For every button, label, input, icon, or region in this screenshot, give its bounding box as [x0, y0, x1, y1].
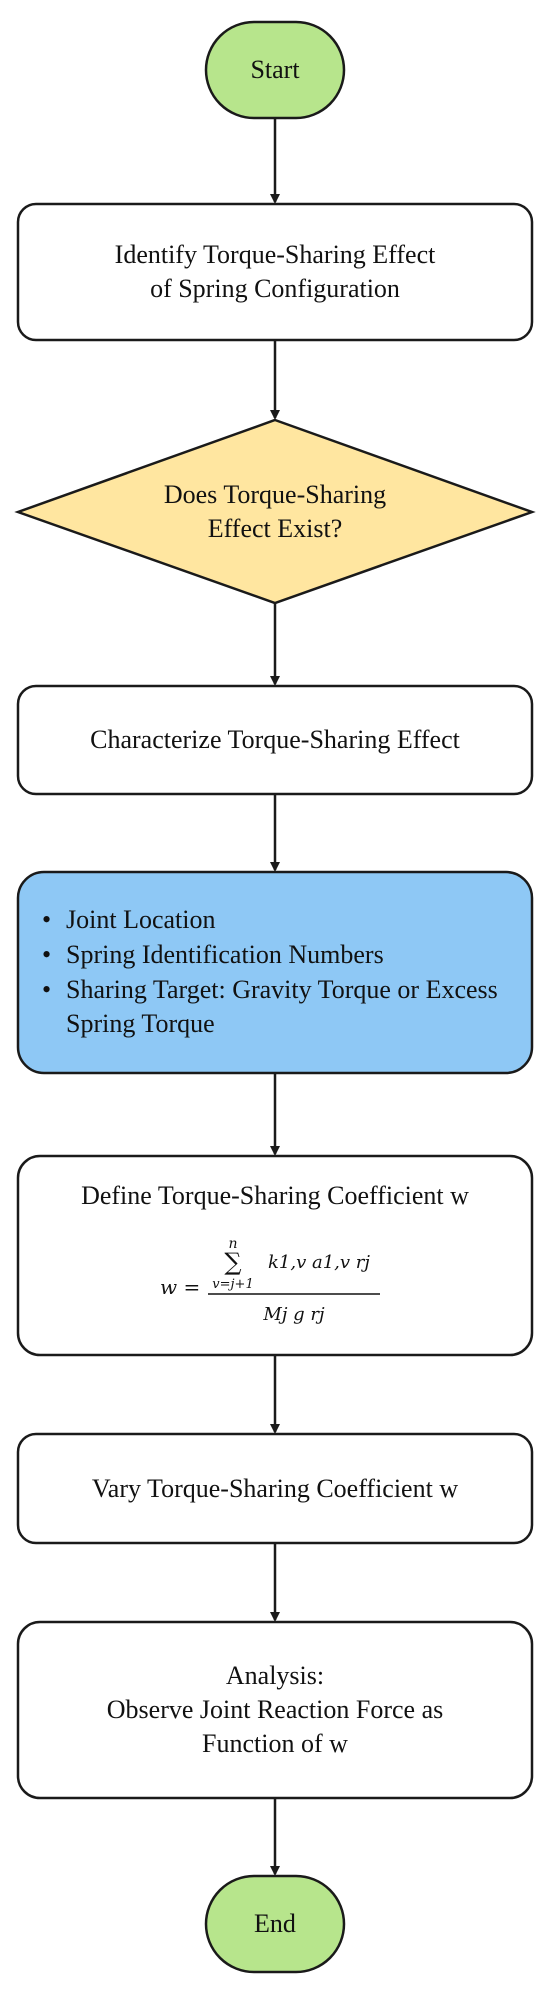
- start-label: Start: [206, 22, 344, 118]
- define-title-text: Define Torque-Sharing Coefficient w: [81, 1181, 469, 1211]
- vary-label-text: Vary Torque-Sharing Coefficient w: [91, 1473, 459, 1503]
- decision-label: Does Torque-Sharing Effect Exist?: [110, 440, 440, 584]
- decision-label-line-1: Does Torque-Sharing: [163, 480, 387, 510]
- analysis-label: Analysis: Observe Joint Reaction Force a…: [18, 1622, 532, 1798]
- details-item-sharing-target: Sharing Target: Gravity Torque or Excess…: [32, 973, 514, 1042]
- details-bullet-list: Joint Location Spring Identification Num…: [32, 903, 514, 1041]
- end-label-text: End: [254, 1909, 296, 1939]
- start-terminal: [204, 20, 346, 120]
- start-label-text: Start: [250, 55, 300, 85]
- define-process-box: [16, 1154, 534, 1357]
- details-content: Joint Location Spring Identification Num…: [18, 872, 532, 1073]
- identify-label: Identify Torque-Sharing Effect of Spring…: [18, 204, 532, 340]
- characterize-label-text: Characterize Torque-Sharing Effect: [90, 725, 460, 755]
- characterize-label: Characterize Torque-Sharing Effect: [18, 686, 532, 794]
- identify-label-line-1: Identify Torque-Sharing Effect: [114, 240, 436, 270]
- decision-diamond: [14, 418, 536, 605]
- torque-sharing-formula: w = n ∑ v=j+1 k1,v a1,v rj Mj g rj: [160, 1236, 380, 1325]
- formula-sum-symbol: ∑: [224, 1248, 241, 1276]
- identify-label-line-2: of Spring Configuration: [150, 274, 400, 303]
- formula-sum-lower: v=j+1: [212, 1277, 253, 1292]
- decision-label-line-2: Effect Exist?: [207, 514, 343, 543]
- end-terminal: [204, 1874, 346, 1974]
- formula-sum-upper: n: [228, 1236, 237, 1252]
- vary-process-box: [16, 1432, 534, 1545]
- analysis-label-line-2: Observe Joint Reaction Force as: [106, 1695, 444, 1725]
- end-label: End: [206, 1876, 344, 1972]
- define-title: Define Torque-Sharing Coefficient w: [18, 1166, 532, 1226]
- formula-denominator: Mj g rj: [262, 1304, 325, 1325]
- analysis-label-line-3: Function of w: [202, 1728, 348, 1758]
- analysis-label-line-1: Analysis:: [225, 1661, 325, 1691]
- vary-label: Vary Torque-Sharing Coefficient w: [18, 1434, 532, 1543]
- details-item-spring-ids: Spring Identification Numbers: [32, 938, 514, 973]
- details-item-joint-location: Joint Location: [32, 903, 514, 938]
- formula-lhs: w =: [160, 1275, 200, 1299]
- identify-process-box: [16, 202, 534, 342]
- analysis-process-box: [16, 1620, 534, 1800]
- characterize-process-box: [16, 684, 534, 796]
- formula-numerator: k1,v a1,v rj: [268, 1252, 370, 1273]
